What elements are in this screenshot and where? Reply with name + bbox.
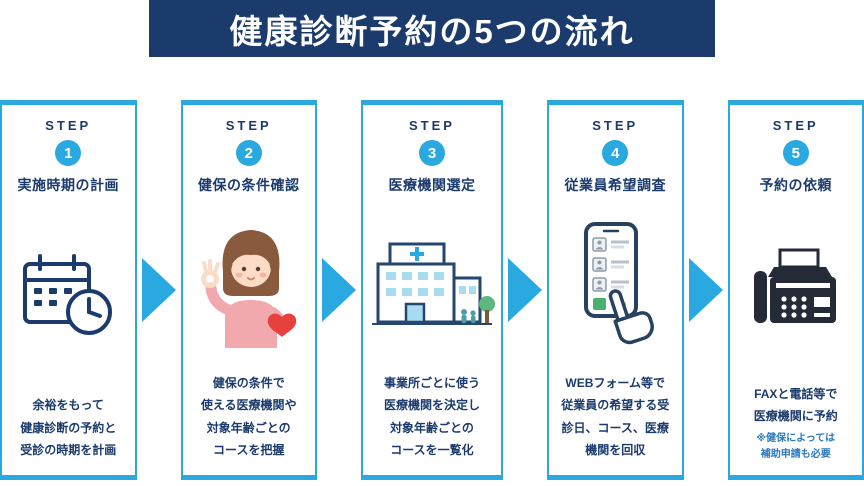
step-number-badge: 4	[602, 140, 629, 166]
step-description: 事業所ごとに使う 医療機関を決定し 対象年齢ごとの コースを一覧化	[383, 376, 480, 457]
step-card-1: STEP 1 実施時期の計画	[0, 100, 137, 480]
arrow-right-icon	[503, 100, 547, 480]
step-card-4: STEP 4 従業員希望調査	[547, 100, 684, 480]
step-description: WEBフォーム等で 従業員の希望する受 診日、コース、医療 機関を回収	[561, 376, 670, 457]
fax-machine-icon	[749, 195, 843, 383]
step-title: 医療機関選定	[388, 177, 476, 193]
steps-row: STEP 1 実施時期の計画	[0, 100, 864, 480]
step-description: 健保の条件で 使える医療機関や 対象年齢ごとの コースを把握	[200, 376, 297, 457]
step-card-3: STEP 3 医療機関選定	[361, 100, 503, 480]
hospital-building-icon	[368, 195, 496, 372]
arrow-right-icon	[137, 100, 181, 480]
woman-ok-sign-icon	[197, 195, 301, 372]
step-title: 実施時期の計画	[17, 177, 119, 193]
arrow-right-icon	[317, 100, 361, 480]
arrow-right-icon	[684, 100, 728, 480]
step-description: 余裕をもって 健康診断の予約と 受診の時期を計画	[20, 398, 117, 457]
step-card-5: STEP 5 予約の依頼	[727, 100, 864, 480]
step-label: STEP	[45, 118, 92, 133]
step-number-badge: 3	[419, 140, 445, 166]
step-label: STEP	[225, 118, 272, 133]
step-number-badge: 1	[55, 140, 82, 166]
step-label: STEP	[772, 118, 819, 133]
step-note: ※健保によっては 補助申請も必要	[756, 433, 836, 460]
step-title: 従業員希望調査	[564, 177, 666, 193]
step-title: 予約の依頼	[759, 177, 832, 193]
calendar-clock-icon	[19, 195, 117, 394]
smartphone-survey-icon	[566, 195, 664, 372]
step-title: 健保の条件確認	[198, 177, 300, 193]
step-number-badge: 2	[235, 140, 262, 166]
page-title-banner: 健康診断予約の5つの流れ	[149, 0, 715, 57]
step-label: STEP	[592, 118, 639, 133]
step-number-badge: 5	[782, 140, 809, 166]
page-title: 健康診断予約の5つの流れ	[229, 12, 635, 50]
step-card-2: STEP 2 健保の条件確認	[180, 100, 317, 480]
step-label: STEP	[409, 118, 455, 133]
step-description: FAXと電話等で 医療機関に予約	[753, 386, 838, 423]
